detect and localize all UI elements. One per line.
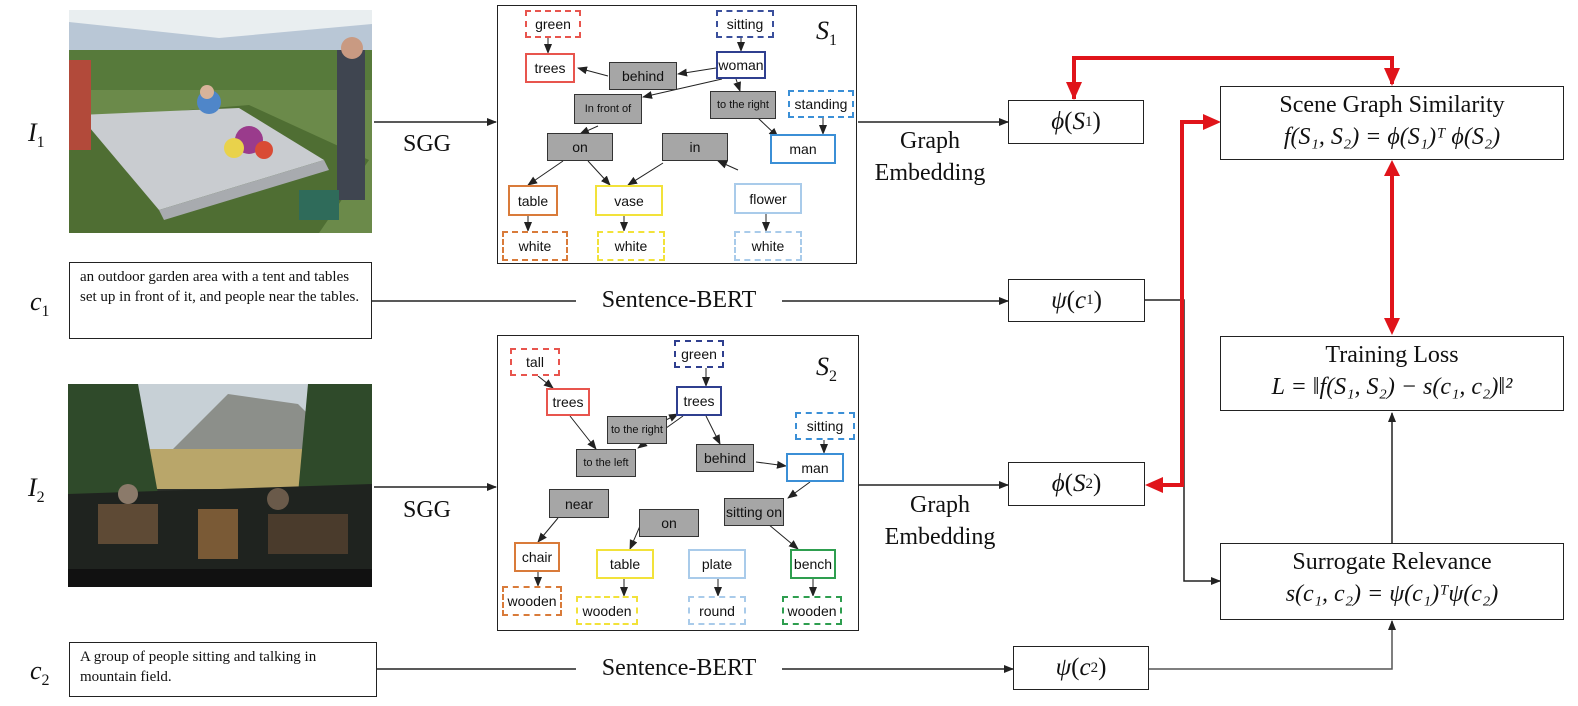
scene-graph-similarity-box: Scene Graph Similarity f(S₁, S₂) = ϕ(S₁)… [1220, 86, 1564, 160]
sg2-node-chair: chair [514, 542, 560, 572]
psi2-to-relevance-arrow [1149, 620, 1396, 670]
sg1-node-man: man [770, 134, 836, 164]
sg1-node-flower: flower [734, 183, 802, 214]
sg1-node-green: green [525, 10, 581, 38]
sgg-label-2: SGG [396, 494, 458, 526]
sg2-node-to-the-right: to the right [607, 416, 667, 444]
training-loss-box: Training Loss L = ‖f(S₁, S₂) − s(c₁, c₂)… [1220, 336, 1564, 411]
sg2-node-trees-1: trees [546, 388, 590, 416]
red-arrowhead-loss-top [1384, 160, 1400, 176]
relevance-formula: s(c₁, c₂) = ψ(c₁)ᵀψ(c₂) [1285, 581, 1499, 607]
scene-graph-title-2: S2 [816, 352, 837, 386]
similarity-formula: f(S₁, S₂) = ϕ(S₁)ᵀ ϕ(S₂) [1283, 124, 1501, 150]
red-arrowhead-sim-top [1384, 68, 1400, 86]
sgg-label-1: SGG [396, 128, 458, 160]
scene-graph-title-1: S1 [816, 16, 837, 50]
sg2-node-wooden-3: wooden [782, 596, 842, 625]
sg2-node-trees-2: trees [676, 386, 722, 416]
sg2-node-plate: plate [688, 549, 746, 579]
sg2-node-wooden-2: wooden [576, 596, 638, 625]
caption-box-1: an outdoor garden area with a tent and t… [69, 262, 372, 339]
sg2-node-sitting: sitting [795, 412, 855, 440]
sg1-node-white-3: white [734, 231, 802, 261]
sg2-node-wooden-1: wooden [502, 586, 562, 616]
sg1-node-behind: behind [609, 62, 677, 90]
caption-label-2: c2 [30, 656, 50, 690]
sg2-node-man: man [786, 453, 844, 482]
similarity-title: Scene Graph Similarity [1279, 92, 1505, 118]
sg2-node-round: round [688, 596, 746, 625]
caption-box-2: A group of people sitting and talking in… [69, 642, 377, 697]
sg1-node-white-2: white [597, 231, 665, 261]
sentence-bert-label-2: Sentence-BERT [580, 652, 778, 684]
sg2-node-green: green [674, 340, 724, 368]
red-arrowhead-phi2 [1145, 477, 1163, 493]
caption-label-1: c1 [30, 287, 50, 321]
red-arrowhead-phi1 [1066, 82, 1082, 100]
red-arrowhead-sim-left [1203, 114, 1221, 130]
loss-title: Training Loss [1325, 342, 1459, 368]
sg1-node-table: table [508, 185, 558, 216]
sg1-node-on: on [547, 133, 613, 161]
scene-graph-panel-2: S2 tall green trees trees to the right t… [497, 335, 859, 631]
sg1-node-trees: trees [525, 53, 575, 83]
sg2-node-on: on [639, 509, 699, 537]
sg2-node-behind: behind [696, 444, 754, 472]
scene-graph-edges-1 [524, 38, 827, 232]
scene-graph-panel-1: S1 green sitting trees behind woman In f… [497, 5, 857, 264]
sg1-node-standing: standing [788, 90, 854, 118]
caption-text-1: an outdoor garden area with a tent and t… [80, 269, 360, 305]
sg1-node-vase: vase [595, 185, 663, 216]
image-label-1: I1 [28, 118, 45, 152]
sg1-node-woman: woman [716, 51, 766, 79]
sg1-node-in: in [662, 133, 728, 161]
caption-text-2: A group of people sitting and talking in… [80, 649, 317, 685]
garden-photo [69, 10, 372, 233]
sentence-bert-label-1: Sentence-BERT [580, 284, 778, 316]
sg1-node-in-front-of: In front of [574, 94, 642, 124]
sg2-node-sitting-on: sitting on [724, 498, 784, 526]
sg1-node-white-1: white [502, 231, 568, 261]
sg2-node-table: table [596, 549, 654, 579]
phi2-to-similarity-red-arrow [1160, 120, 1206, 487]
sg2-node-bench: bench [790, 549, 836, 579]
sg1-node-sitting: sitting [716, 10, 774, 38]
red-arrowhead-loss-bottom [1384, 318, 1400, 335]
sg2-node-to-the-left: to the left [576, 449, 636, 477]
sg1-node-to-the-right: to the right [710, 91, 776, 119]
mountain-photo [68, 384, 372, 587]
loss-formula: L = ‖f(S₁, S₂) − s(c₁, c₂)‖² [1271, 374, 1513, 400]
surrogate-relevance-box: Surrogate Relevance s(c₁, c₂) = ψ(c₁)ᵀψ(… [1220, 543, 1564, 620]
sg2-node-tall: tall [510, 348, 560, 376]
image-label-2: I2 [28, 473, 45, 507]
relevance-title: Surrogate Relevance [1292, 549, 1492, 575]
sg2-node-near: near [549, 489, 609, 518]
